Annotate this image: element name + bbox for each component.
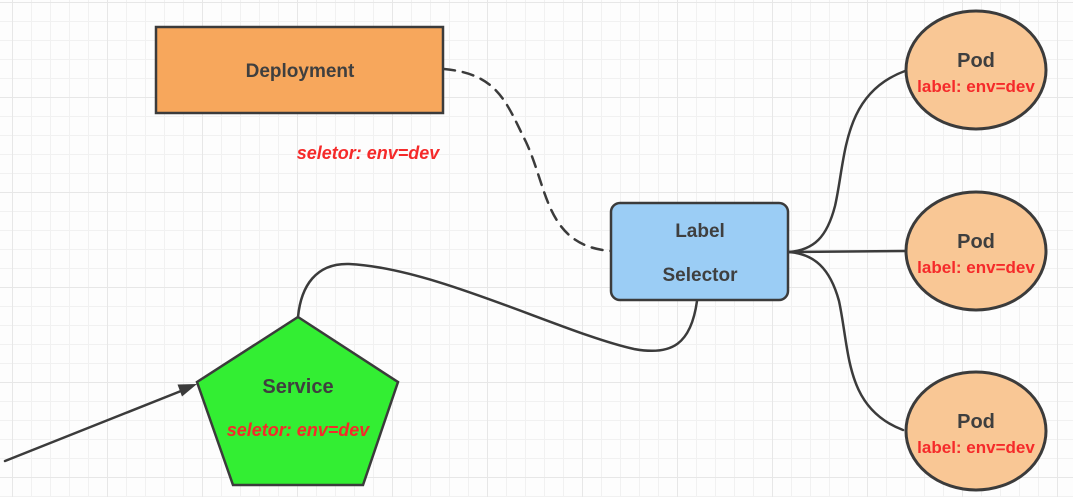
label-selector-line2: Selector xyxy=(663,265,739,286)
node-pod-1[interactable]: Pod label: env=dev xyxy=(904,9,1048,131)
pod-2-circle[interactable] xyxy=(904,190,1048,312)
arrow-into-service-line xyxy=(3,389,183,463)
connector-label-selector-to-pod-2[interactable] xyxy=(787,249,908,254)
pod-1-circle[interactable] xyxy=(904,9,1048,131)
pod-3-circle[interactable] xyxy=(904,370,1048,492)
connector-label-selector-to-pod-3[interactable] xyxy=(787,250,905,432)
service-selector-annotation: seletor: env=dev xyxy=(227,420,371,440)
node-pod-2[interactable]: Pod label: env=dev xyxy=(904,190,1048,312)
node-deployment[interactable]: Deployment xyxy=(154,25,445,115)
node-service[interactable]: Service seletor: env=dev xyxy=(195,315,400,487)
connector-deployment-to-label-selector[interactable] xyxy=(442,67,613,253)
pod-1-title: Pod xyxy=(957,50,995,72)
service-label: Service xyxy=(262,376,333,398)
deployment-label: Deployment xyxy=(246,61,355,82)
deployment-selector-annotation: seletor: env=dev xyxy=(297,143,441,163)
pod-3-label: label: env=dev xyxy=(917,438,1035,457)
arrow-into-service[interactable] xyxy=(3,384,197,463)
connector-label-selector-to-pod-1[interactable] xyxy=(787,69,907,254)
pod-3-title: Pod xyxy=(957,411,995,433)
connector-service-to-label-selector[interactable] xyxy=(296,262,699,353)
pod-2-title: Pod xyxy=(957,231,995,253)
node-pod-3[interactable]: Pod label: env=dev xyxy=(904,370,1048,492)
pod-1-label: label: env=dev xyxy=(917,77,1035,96)
node-label-selector[interactable]: Label Selector xyxy=(609,201,790,302)
service-pentagon[interactable] xyxy=(195,315,400,487)
label-selector-line1: Label xyxy=(675,221,725,242)
label-selector-box[interactable] xyxy=(609,201,790,302)
arrowhead-icon xyxy=(177,384,197,397)
deployment-box[interactable] xyxy=(154,25,445,115)
pod-2-label: label: env=dev xyxy=(917,258,1035,277)
